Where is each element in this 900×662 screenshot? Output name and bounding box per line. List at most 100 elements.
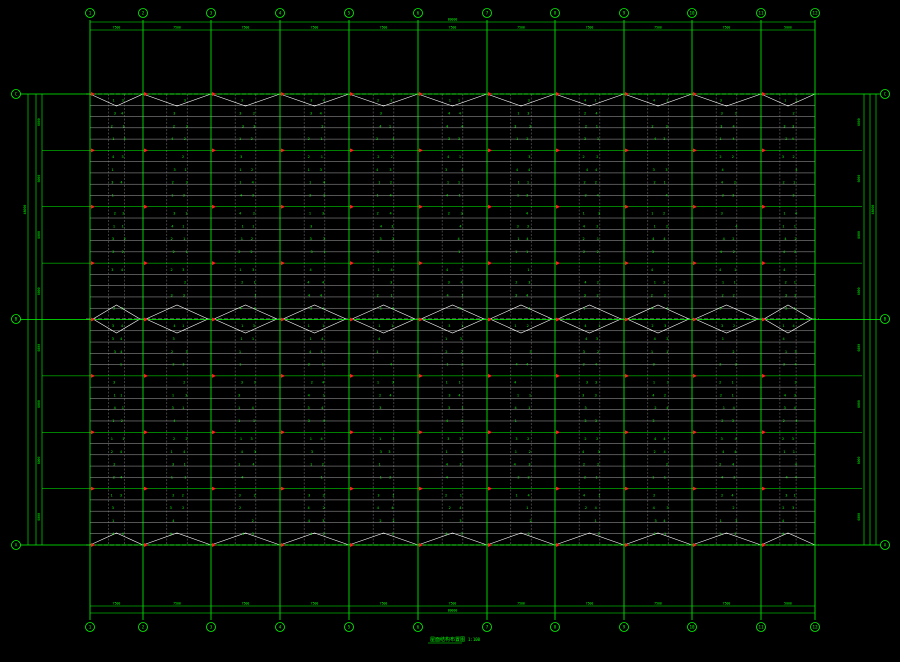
anchor-mark [350,430,354,435]
member-tag: 4 [582,450,584,454]
member-tag: 2 [653,450,655,454]
member-tag: 3 [459,306,461,310]
member-tag: 2 [121,419,123,423]
member-tag: 3 [174,168,176,172]
member-tag: 2 [596,224,598,228]
member-tag: 1 [793,450,795,454]
anchor-mark [762,486,766,491]
anchor-mark [625,204,629,209]
member-tag: 4 [722,168,724,172]
member-tag: 1 [458,181,460,185]
member-tag: 2 [114,211,116,215]
anchor-mark [91,486,95,491]
bay-dimension: 7500 [311,602,319,606]
total-width-dimension: 48000 [871,205,875,215]
member-tag: 1 [172,393,174,397]
member-tag: 4 [784,237,786,241]
member-tag: 1 [527,181,529,185]
anchor-mark [693,486,697,491]
column-axis-bubble [413,622,423,632]
brace-bottom [89,532,144,546]
member-tag: 4 [654,437,656,441]
member-tag: 2 [111,124,113,128]
member-tag: 1 [239,363,241,367]
member-tag: 2 [721,493,723,497]
anchor-mark [281,148,285,153]
member-tag: 2 [666,337,668,341]
column-axis-bubble [756,622,766,632]
member-tag: 1 [308,168,310,172]
row-dimension: 6000 [37,118,41,126]
member-tag: 3 [184,99,186,103]
member-tag: 2 [583,463,585,467]
member-tag: 1 [171,450,173,454]
column-axis-label: 7 [486,11,489,16]
brace-top [279,93,350,107]
member-tag: 2 [391,155,393,159]
member-tag: 2 [376,137,378,141]
member-tag: 1 [185,211,187,215]
column-axis-label: 6 [417,11,420,16]
member-tag: 2 [585,194,587,198]
column-axis-bubble [756,8,766,18]
member-tag: 3 [307,406,309,410]
anchor-mark [212,204,216,209]
member-tag: 1 [459,155,461,159]
anchor-mark [419,317,423,322]
member-tag: 1 [517,112,519,116]
anchor-mark [488,148,492,153]
member-tag: 2 [530,519,532,523]
member-tag: 4 [795,168,797,172]
brace-diamond [351,304,416,334]
member-tag: 3 [173,211,175,215]
member-tag: 2 [182,493,184,497]
anchor-mark [693,92,697,96]
member-tag: 2 [721,293,723,297]
member-tag: 4 [663,519,665,523]
anchor-mark [625,92,629,96]
anchor-mark [625,148,629,153]
member-tag: 2 [390,181,392,185]
anchor-mark [762,373,766,378]
member-tag: 4 [391,506,393,510]
anchor-mark [281,486,285,491]
member-tag: 4 [651,306,653,310]
anchor-mark [91,430,95,435]
member-tag: 2 [445,350,447,354]
member-tag: 3 [251,437,253,441]
member-tag: 4 [719,268,721,272]
member-tag: 1 [720,519,722,523]
member-tag: 2 [666,224,668,228]
bay-dimension: 7500 [723,602,731,606]
drawing-scale: 1:100 [468,637,481,642]
member-tag: 2 [794,250,796,254]
member-tag: 2 [239,506,241,510]
member-tag: 1 [379,437,381,441]
member-tag: 4 [734,450,736,454]
member-tag: 2 [377,211,379,215]
member-tag: 3 [310,112,312,116]
member-tag: 3 [448,324,450,328]
member-tag: 3 [528,463,530,467]
member-tag: 4 [458,393,460,397]
member-tag: 2 [182,506,184,510]
member-tag: 2 [183,381,185,385]
member-tag: 4 [252,463,254,467]
member-tag: 2 [461,419,463,423]
member-tag: 2 [597,250,599,254]
member-tag: 2 [651,124,653,128]
bay-dimension: 7500 [654,26,662,30]
anchor-mark [144,486,148,491]
member-tag: 1 [732,393,734,397]
member-tag: 3 [170,506,172,510]
member-tag: 1 [515,419,517,423]
member-tag: 3 [448,406,450,410]
column-axis-bubble [85,8,95,18]
member-tag: 2 [390,99,392,103]
member-tag: 2 [254,306,256,310]
member-tag: 3 [529,350,531,354]
member-tag: 3 [389,168,391,172]
member-tag: 3 [172,406,174,410]
member-tag: 1 [734,532,736,536]
member-tag: 4 [242,532,244,536]
